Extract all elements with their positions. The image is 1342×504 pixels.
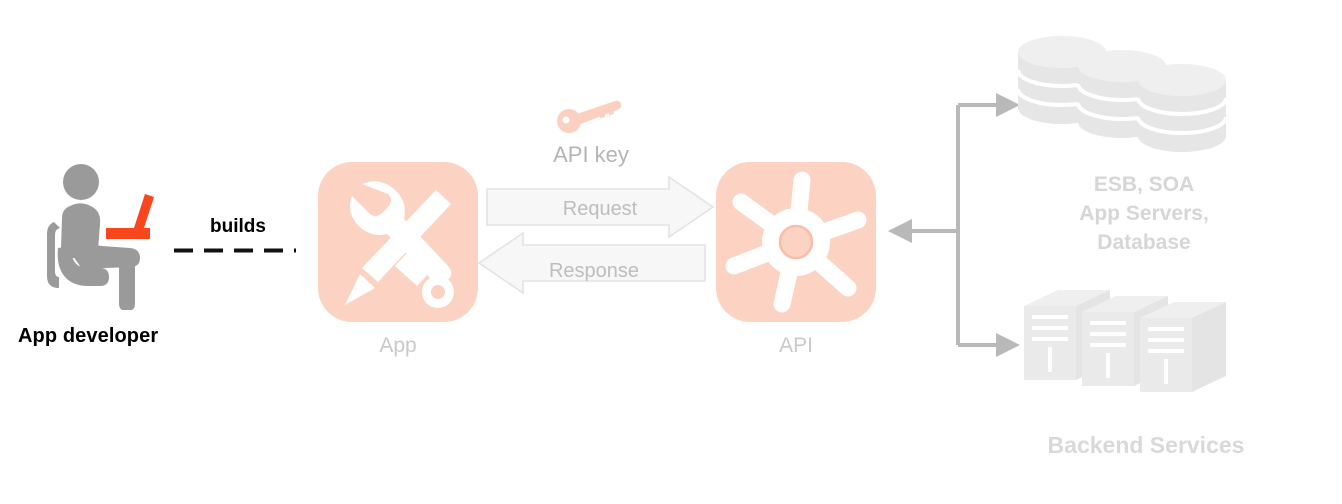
api-key-label: API key bbox=[553, 142, 629, 167]
key-icon bbox=[557, 100, 622, 133]
app-label: App bbox=[379, 334, 417, 357]
app-tile[interactable] bbox=[318, 162, 478, 322]
backend-top-label-line-1: ESB, SOA bbox=[1093, 173, 1195, 196]
backend-top-label-line-3: Database bbox=[1097, 231, 1191, 254]
server-rack-icon bbox=[1024, 288, 1228, 392]
block-arrow-right-icon bbox=[486, 176, 714, 238]
api-starburst-icon bbox=[725, 171, 867, 313]
developer-label: App developer bbox=[18, 325, 159, 347]
request-label: Request bbox=[562, 198, 638, 220]
backend-connector-lines bbox=[888, 93, 1020, 357]
response-label: Response bbox=[548, 260, 640, 282]
builds-label: builds bbox=[210, 216, 266, 237]
wrench-and-pencil-icon bbox=[345, 181, 454, 308]
arrowhead-to-servers-icon bbox=[996, 333, 1020, 357]
api-label: API bbox=[779, 334, 813, 357]
backend-services-label: Backend Services bbox=[1047, 432, 1245, 458]
api-tile[interactable] bbox=[716, 162, 876, 322]
backend-top-label: ESB, SOA App Servers, Database bbox=[1010, 170, 1278, 257]
block-arrow-left-icon bbox=[478, 232, 706, 294]
arrowhead-to-api-icon bbox=[888, 219, 912, 243]
builds-dashed-connector bbox=[174, 248, 296, 253]
seated-developer-with-laptop-icon bbox=[47, 164, 154, 310]
database-stack-icon bbox=[1018, 36, 1228, 154]
backend-top-label-line-2: App Servers, bbox=[1079, 202, 1209, 225]
arrowhead-to-database-icon bbox=[996, 93, 1020, 117]
